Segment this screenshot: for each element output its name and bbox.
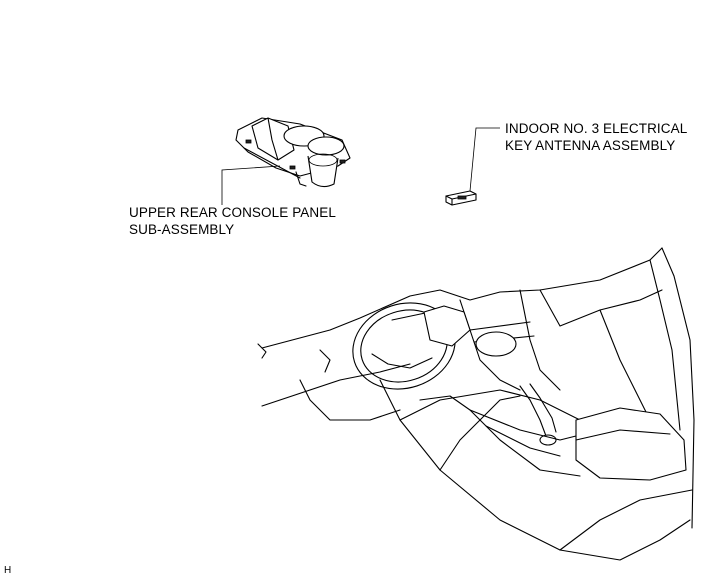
corner-mark: H [4, 565, 12, 576]
antenna-label: INDOOR NO. 3 ELECTRICAL KEY ANTENNA ASSE… [505, 120, 687, 154]
antenna-label-line1: INDOOR NO. 3 ELECTRICAL [505, 121, 688, 136]
console-panel-label-line1: UPPER REAR CONSOLE PANEL [129, 205, 336, 220]
antenna-label-line2: KEY ANTENNA ASSEMBLY [505, 138, 676, 153]
key-antenna-illustration [445, 127, 500, 206]
console-panel-label-line2: SUB-ASSEMBLY [129, 222, 235, 237]
vehicle-interior-illustration [257, 247, 695, 561]
console-panel-label: UPPER REAR CONSOLE PANEL SUB-ASSEMBLY [129, 204, 336, 238]
upper-rear-console-panel-illustration [221, 117, 351, 205]
